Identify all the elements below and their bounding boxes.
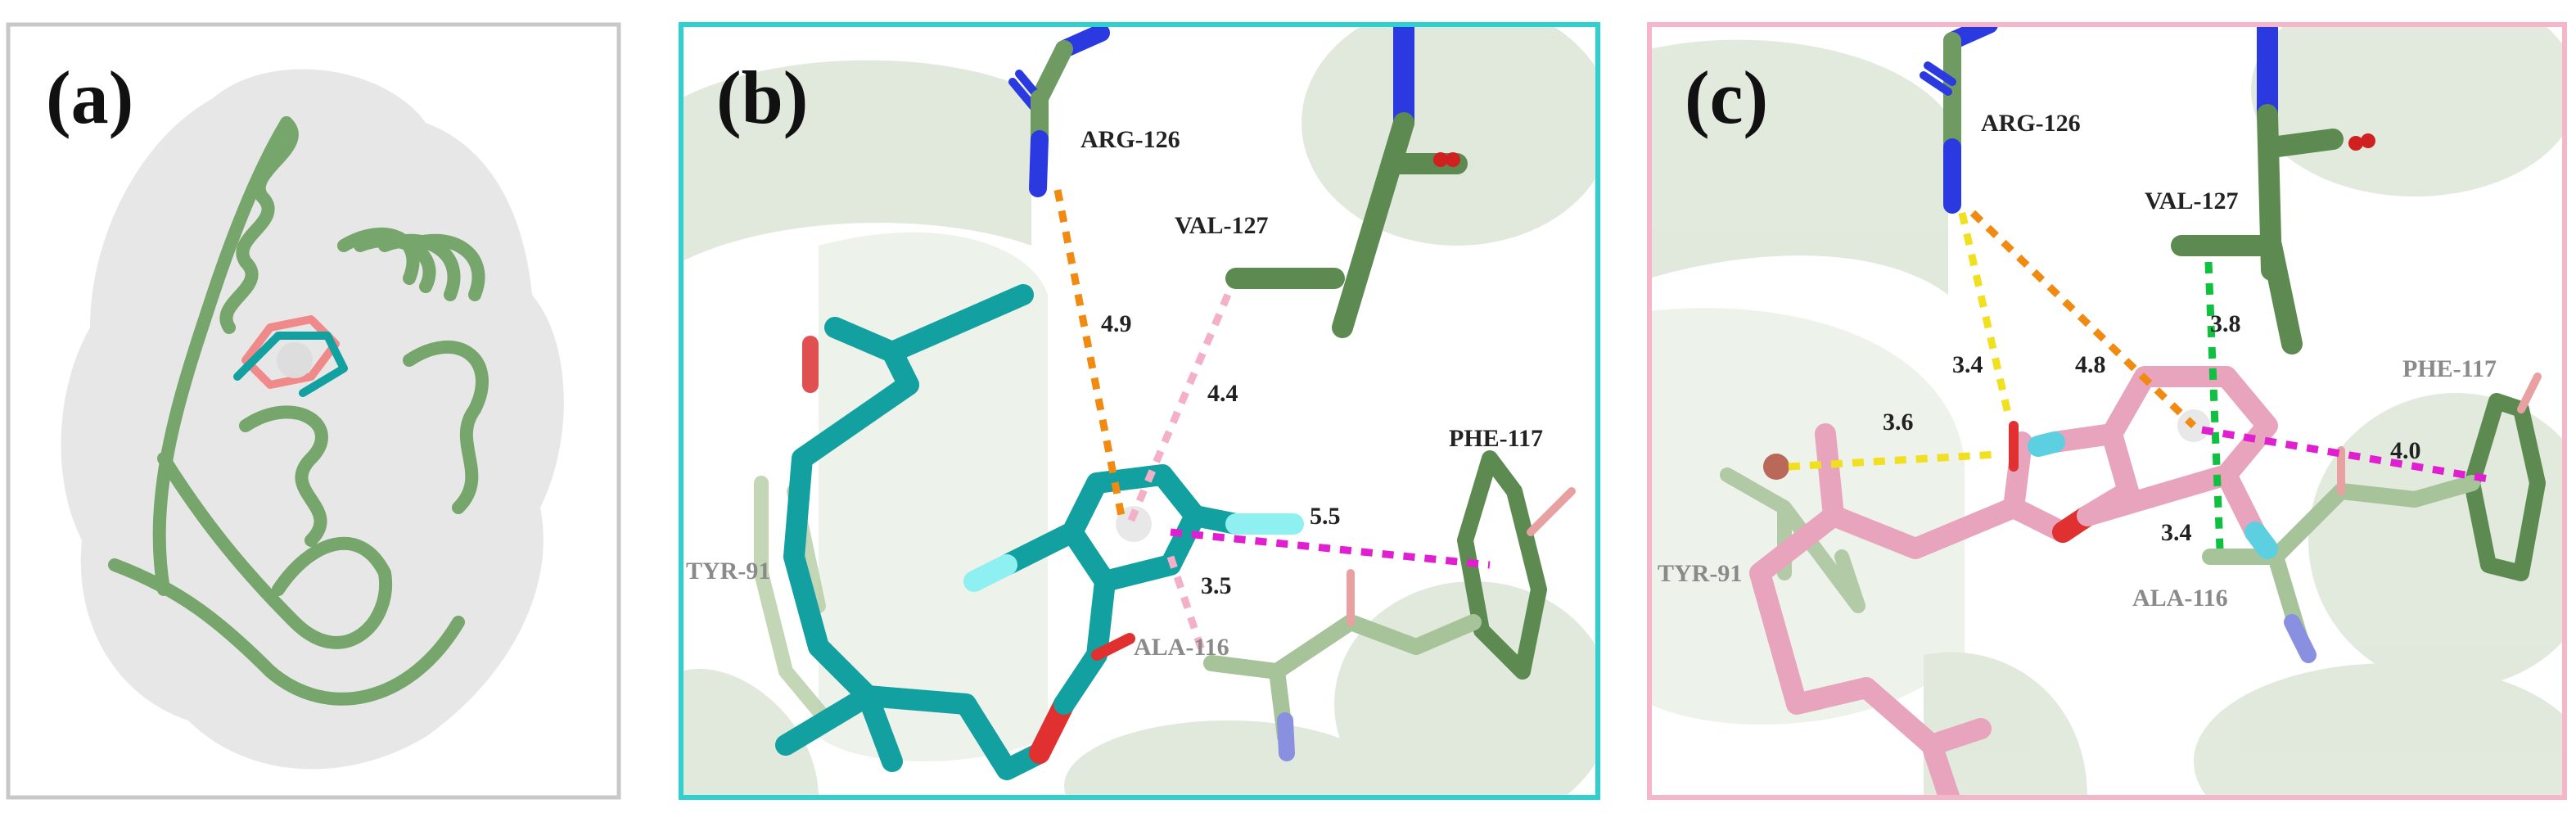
distance-arg-126-orange: 4.8 [2075,351,2106,378]
label-val-127: VAL-127 [2145,187,2238,215]
distance-val-127: 3.8 [2210,310,2241,337]
residue-ala-116 [1203,569,1482,761]
residue-phe-117 [1457,450,1576,680]
label-arg-126: ARG-126 [1080,126,1180,153]
panel-b-border [679,22,1600,800]
distance-phe-117: 4.0 [2390,437,2421,464]
ligand-c [1749,366,2278,797]
panel-a-label: (a) [46,56,133,139]
label-tyr-91: TYR-91 [686,558,770,585]
panel-b: (b) ARG-126 VAL-127 PHE-117 ALA-116 TYR-… [679,22,1600,800]
distance-tyr-91: 3.6 [1883,409,1914,436]
interaction-val-127 [2204,261,2224,549]
label-phe-117: PHE-117 [2402,355,2497,382]
interaction-ala-116 [1166,555,1207,657]
ligands-overlay [233,315,348,397]
label-tyr-91: TYR-91 [1658,560,1742,587]
residue-ala-116 [2202,446,2480,663]
distance-arg-126: 4.9 [1101,310,1132,337]
helix-background [1649,25,2565,797]
distance-val-127: 4.4 [1207,380,1238,407]
interactions-b [1053,189,1491,657]
distance-ala-116: 3.4 [2161,519,2192,546]
residue-val-127 [2171,25,2375,355]
interaction-phe-117 [1170,528,1491,569]
panel-b-label: (b) [716,56,808,139]
residue-arg-126 [1008,25,1110,197]
label-ala-116: ALA-116 [1134,634,1229,661]
distance-arg-126-yellow: 3.4 [1952,351,1983,378]
distance-phe-117: 5.5 [1310,503,1341,530]
interaction-arg-126-orange [1969,210,2197,429]
label-ala-116: ALA-116 [2132,585,2228,612]
distance-ala-116: 3.5 [1201,572,1232,599]
panel-c-border [1647,22,2567,800]
label-phe-117: PHE-117 [1449,425,1543,452]
panel-a: (a) [6,22,621,800]
panel-c: (c) ARG-126 VAL-127 PHE-117 ALA-116 TYR-… [1647,22,2567,800]
label-arg-126: ARG-126 [1981,110,2081,137]
residue-val-127 [1225,25,1468,338]
label-val-127: VAL-127 [1175,212,1268,239]
interaction-phe-117 [2201,426,2489,483]
interaction-tyr-91 [1788,450,1998,471]
protein-ribbon [108,116,489,706]
interaction-arg-126-yellow [1958,211,2012,415]
residue-arg-126 [1920,25,1998,214]
panel-c-label: (c) [1685,56,1768,139]
interactions-c [1788,210,2489,549]
